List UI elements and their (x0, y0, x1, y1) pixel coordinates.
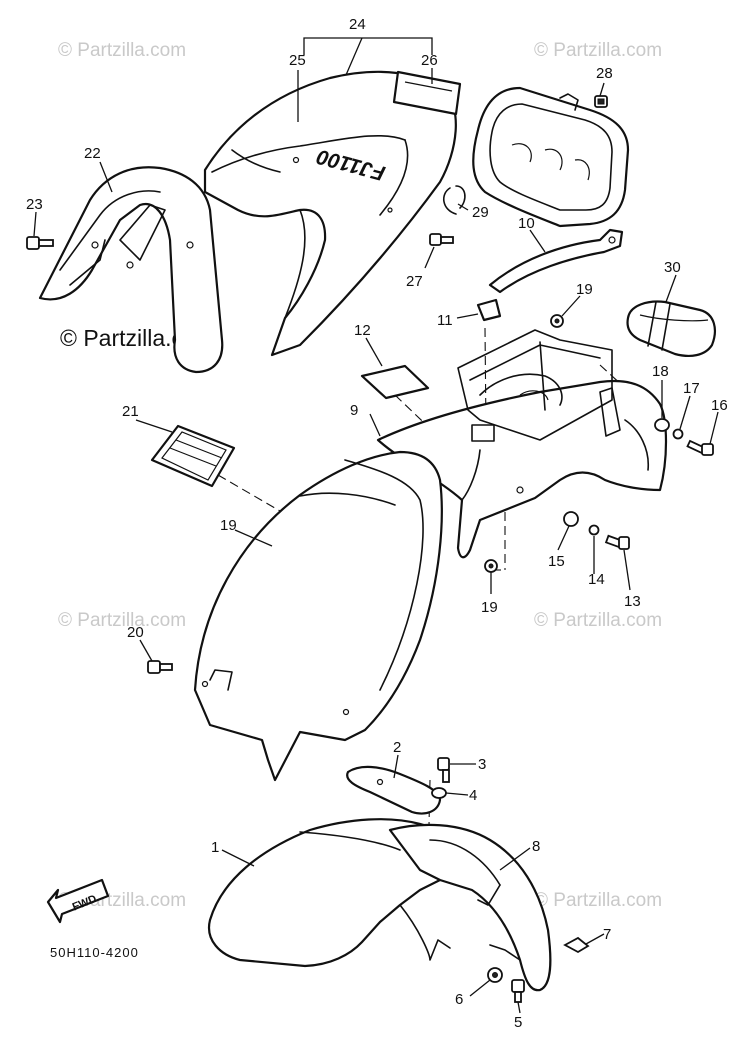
callout-21: 20 (127, 624, 144, 641)
washer-part-14 (588, 524, 600, 536)
strap-part-10 (488, 228, 624, 294)
bolt-part-29 (594, 95, 608, 108)
spacer-part-15 (563, 511, 579, 527)
watermark-text: © Partzilla.com (58, 610, 186, 631)
callout-29: 28 (596, 65, 613, 82)
reflector-part-22 (150, 424, 236, 488)
callout-2: 2 (393, 739, 401, 756)
pad-part-12 (360, 364, 430, 400)
washer-part-4 (431, 787, 447, 799)
diagram-code: 50H110-4200 (50, 945, 139, 960)
callout-4: 4 (469, 787, 477, 804)
sticker-part-27 (392, 70, 462, 116)
callout-16: 16 (711, 397, 728, 414)
bracket-part-11 (476, 298, 502, 322)
callout-27: 26 (421, 52, 438, 69)
toolkit-part-31 (626, 300, 716, 357)
callout-17: 17 (683, 380, 700, 397)
rear-mudguard-part-20 (193, 450, 443, 782)
bolt-part-28 (429, 233, 454, 246)
callout-26: 25 (289, 52, 306, 69)
callout-9: 9 (350, 402, 358, 419)
washer-part-17 (672, 428, 684, 440)
callout-6: 6 (455, 991, 463, 1008)
nut-part-19-lower (484, 559, 498, 573)
watermark-text: © Partzilla.com (534, 890, 662, 911)
nut-part-6 (487, 967, 503, 983)
watermark-text: © Partzilla.com (534, 40, 662, 61)
leader-lines (33, 37, 719, 1014)
bracket-part-2 (346, 765, 442, 815)
rear-fender-part-9 (376, 329, 668, 559)
bolt-part-21 (147, 660, 173, 674)
callout-13: 13 (624, 593, 641, 610)
callout-25: 24 (349, 16, 366, 33)
callout-10: 10 (518, 215, 535, 232)
seat-part-25: FJ1100 (203, 70, 457, 357)
callout-1: 1 (211, 839, 219, 856)
grab-rail-part-23 (38, 166, 224, 374)
watermark-text: © Partzilla.com (534, 610, 662, 631)
callout-28: 27 (406, 273, 423, 290)
clip-part-30 (443, 185, 466, 215)
callout-3: 3 (478, 756, 486, 773)
callout-30: 29 (472, 204, 489, 221)
front-fender-part-8 (388, 823, 552, 992)
callout-20: 19 (220, 517, 237, 534)
bolt-part-13 (604, 534, 630, 550)
bolt-part-16 (686, 439, 714, 456)
callout-8: 8 (532, 838, 540, 855)
callout-11: 11 (437, 312, 453, 329)
watermark-text: © Partzilla.com (58, 40, 186, 61)
bolt-part-5 (511, 979, 525, 1003)
grommet-part-18 (654, 418, 670, 432)
callout-24: 23 (26, 196, 43, 213)
callout-22: 21 (122, 403, 139, 420)
clip-part-7 (563, 936, 590, 954)
bolt-part-3 (437, 757, 450, 783)
taillight-housing (472, 86, 630, 228)
callout-12: 12 (354, 322, 371, 339)
callout-19-upper: 19 (576, 281, 593, 298)
callout-15: 15 (548, 553, 565, 570)
callout-18: 18 (652, 363, 669, 380)
callout-31: 30 (664, 259, 681, 276)
callout-7: 7 (603, 926, 611, 943)
callout-19-lower: 19 (481, 599, 498, 616)
callout-23: 22 (84, 145, 101, 162)
callout-labels: 24 25 26 28 22 23 29 10 27 30 19 11 12 1… (26, 16, 728, 1031)
callout-5: 5 (514, 1014, 522, 1031)
bolt-part-24 (26, 236, 54, 250)
fasteners-right (563, 418, 714, 550)
callout-14: 14 (588, 571, 605, 588)
nut-part-19-upper (550, 314, 564, 328)
